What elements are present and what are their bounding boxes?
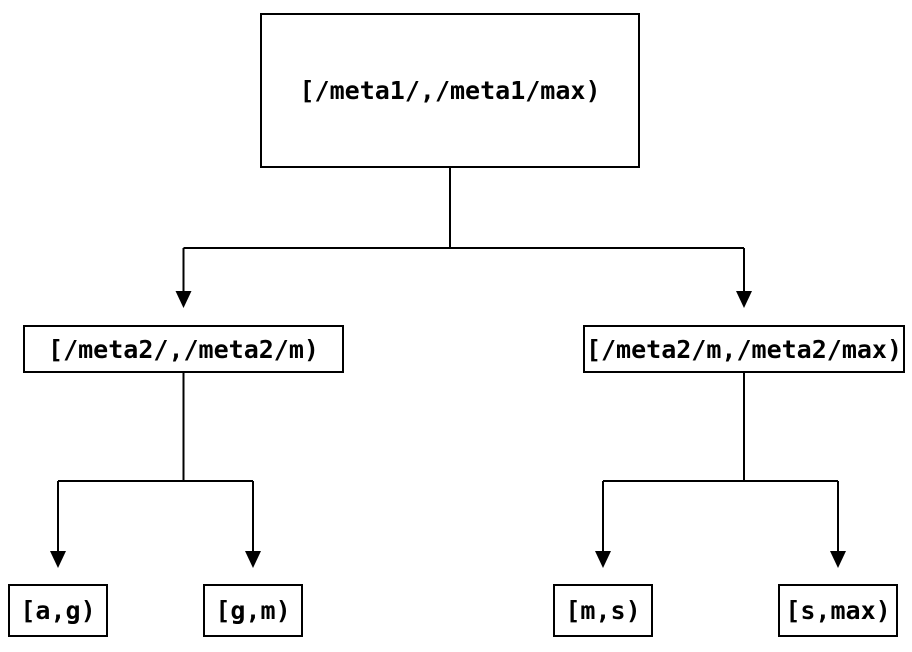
arrowhead-ms	[595, 551, 611, 568]
node-meta2-right: [/meta2/m,/meta2/max)	[583, 325, 905, 373]
arrowhead-gm	[245, 551, 261, 568]
arrowhead-ag	[50, 551, 66, 568]
leaf-node-ag: [a,g)	[8, 584, 108, 637]
arrowhead-smax	[830, 551, 846, 568]
arrowhead-right	[736, 291, 752, 308]
node-root: [/meta1/,/meta1/max)	[260, 13, 640, 168]
leaf-node-ms: [m,s)	[553, 584, 653, 637]
arrowhead-left	[175, 291, 192, 308]
leaf-node-gm: [g,m)	[203, 584, 303, 637]
node-meta2-left: [/meta2/,/meta2/m)	[23, 325, 344, 373]
leaf-node-smax: [s,max)	[778, 584, 898, 637]
